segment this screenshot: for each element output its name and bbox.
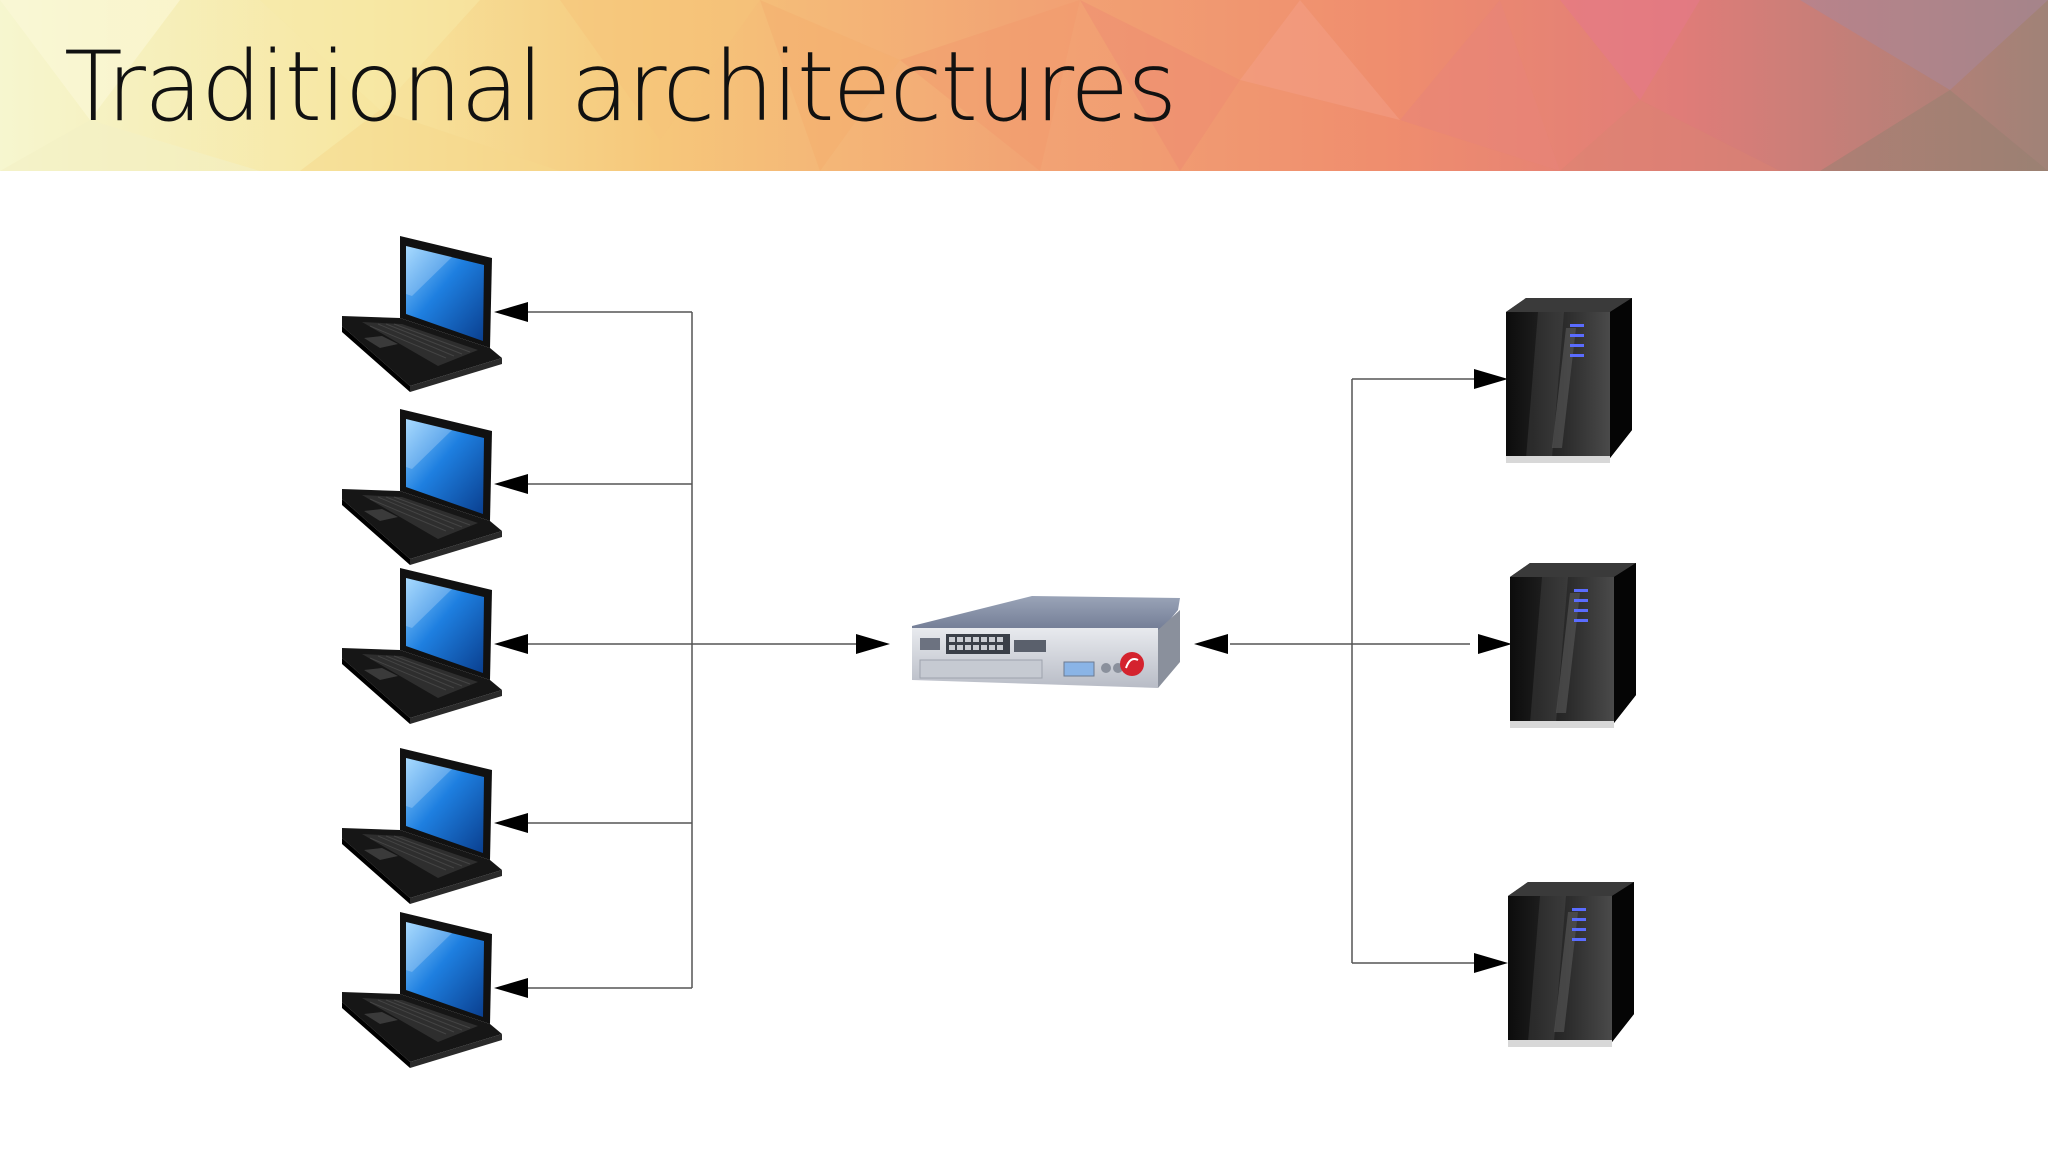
arrow-to-laptop-2 bbox=[494, 474, 528, 494]
arrow-to-appliance bbox=[856, 634, 890, 654]
client-connectors bbox=[526, 311, 862, 989]
f5-logo-icon bbox=[1120, 652, 1144, 676]
arrow-to-laptop-4 bbox=[494, 813, 528, 833]
client-laptop-3-icon bbox=[341, 567, 503, 725]
client-laptop-1-icon bbox=[341, 235, 503, 393]
client-laptop-2-icon bbox=[341, 408, 503, 566]
arrow-to-server-2 bbox=[1478, 634, 1512, 654]
arrow-to-laptop-1 bbox=[494, 302, 528, 322]
server-tower-2-icon bbox=[1510, 563, 1636, 728]
header-background bbox=[0, 0, 2048, 171]
load-balancer-appliance-icon bbox=[912, 596, 1180, 688]
arrow-to-laptop-5 bbox=[494, 978, 528, 998]
server-arrowheads bbox=[1194, 369, 1512, 973]
arrow-to-server-3 bbox=[1474, 953, 1508, 973]
arrow-to-laptop-3 bbox=[494, 634, 528, 654]
arrow-to-appliance-right bbox=[1194, 634, 1228, 654]
server-tower-1-icon bbox=[1506, 298, 1632, 463]
client-laptop-4-icon bbox=[341, 747, 503, 905]
slide-title: Traditional architectures bbox=[64, 31, 1177, 143]
arrow-to-server-1 bbox=[1474, 369, 1508, 389]
architecture-diagram bbox=[341, 235, 1636, 1069]
header-banner: Traditional architectures bbox=[0, 0, 2048, 171]
server-tower-3-icon bbox=[1508, 882, 1634, 1047]
client-arrowheads bbox=[494, 302, 890, 998]
server-connectors bbox=[1230, 378, 1476, 964]
client-laptop-5-icon bbox=[341, 911, 503, 1069]
